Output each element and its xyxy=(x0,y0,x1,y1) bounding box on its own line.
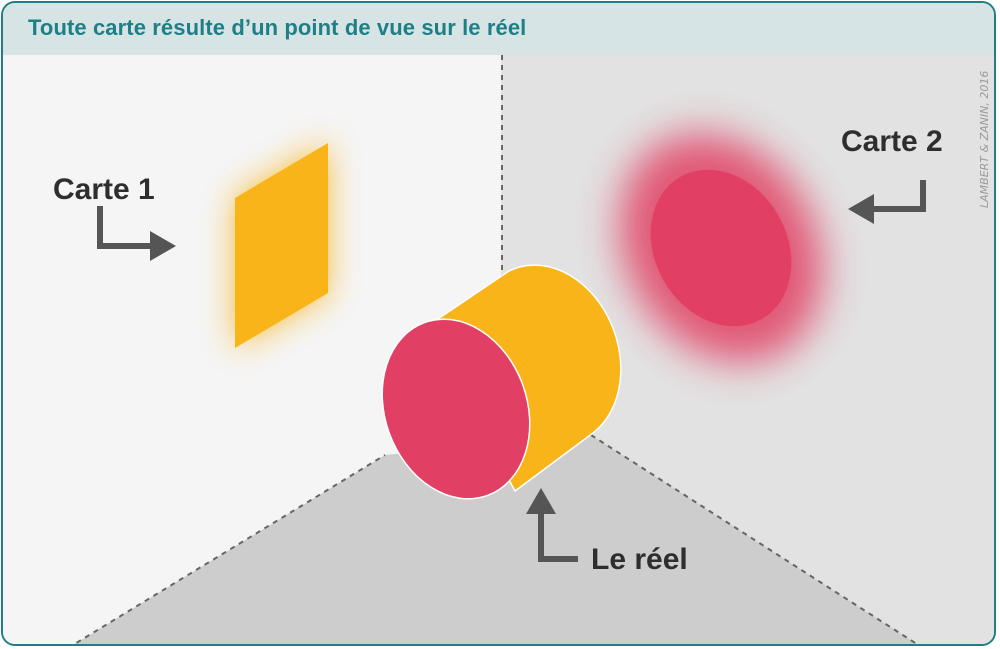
carte1-projection xyxy=(235,143,328,348)
carte1-label: Carte 1 xyxy=(53,173,155,206)
figure-title: Toute carte résulte d’un point de vue su… xyxy=(28,15,527,40)
carte2-projection xyxy=(619,133,823,363)
cylinder-top-face xyxy=(381,318,531,500)
floor xyxy=(74,435,917,644)
reel-cylinder xyxy=(381,264,622,500)
floor-edge-left xyxy=(72,454,386,644)
reel-label: Le réel xyxy=(591,543,688,576)
scene-illustration: Carte 1 Carte 2 Le réel LAMBERT & ZANIN,… xyxy=(3,55,994,644)
arrow-up-icon xyxy=(526,488,578,562)
header-bar: Toute carte résulte d’un point de vue su… xyxy=(3,3,994,56)
arrow-left-icon xyxy=(848,180,926,224)
credit-text: LAMBERT & ZANIN, 2016 xyxy=(978,71,991,208)
carte2-label: Carte 2 xyxy=(841,125,943,158)
arrow-right-icon xyxy=(97,206,176,261)
